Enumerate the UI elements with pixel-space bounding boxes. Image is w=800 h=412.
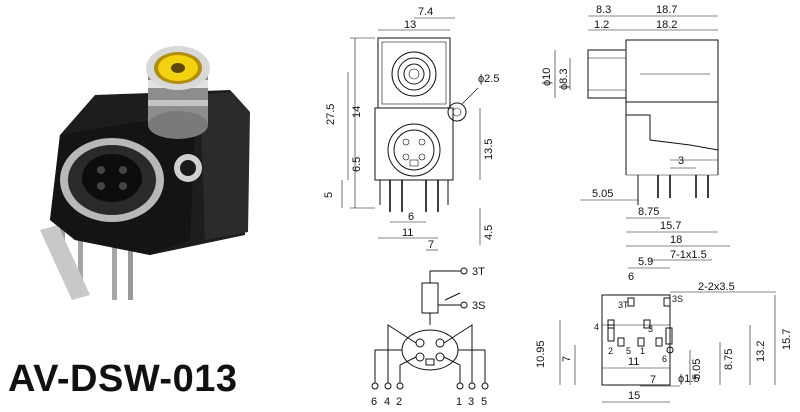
pcb-pin-3: 3 — [648, 324, 653, 334]
schematic-pin-3: 3 — [468, 396, 474, 408]
pcb-dimension-lines — [559, 259, 776, 403]
front-dim-4-5: 4.5 — [483, 225, 495, 240]
side-pins — [637, 175, 709, 205]
side-dim-18: 18 — [670, 234, 682, 246]
front-dim-6-5: 6.5 — [351, 157, 363, 172]
schematic-wiring — [371, 267, 489, 390]
photo-pins — [40, 225, 133, 300]
pcb-layout-drawing: 5.9 7-1x1.5 6 2-2x3.5 10.95 7 13.2 15.7 … — [535, 250, 793, 403]
pcb-dim-7-h: 7 — [650, 374, 656, 386]
pcb-dim-5-9: 5.9 — [638, 256, 653, 268]
front-mount-hole — [447, 102, 467, 122]
front-dimension-lines — [341, 17, 481, 251]
front-dim-hole: ϕ2.5 — [478, 73, 499, 85]
pcb-dim-7-v: 7 — [561, 356, 573, 362]
pcb-pin-3t: 3T — [618, 300, 629, 310]
front-dim-7: 7 — [428, 239, 434, 251]
photo-svideo-socket — [82, 154, 142, 202]
pcb-pads — [607, 297, 674, 354]
side-body — [625, 39, 719, 176]
pcb-dim-6: 6 — [628, 271, 634, 283]
side-dimension-lines — [554, 15, 730, 247]
pcb-outline — [601, 294, 671, 386]
schematic-label-3s: 3S — [472, 300, 485, 312]
pcb-dim-holes-a: 7-1x1.5 — [670, 250, 707, 261]
pcb-pin-5: 5 — [626, 346, 631, 356]
schematic-pin-1: 1 — [456, 396, 462, 408]
pcb-dim-11: 11 — [628, 356, 639, 368]
side-dim-8-75: 8.75 — [638, 206, 659, 218]
front-view-drawing: 7.4 13 ϕ2.5 27.5 14 6.5 5 13.5 4.5 6 11 … — [323, 6, 499, 251]
front-dim-5: 5 — [323, 192, 335, 198]
side-dim-18-2: 18.2 — [656, 19, 677, 31]
front-dim-13: 13 — [404, 19, 416, 31]
pin-schematic: 3T 3S 6 4 2 1 3 5 — [371, 266, 489, 408]
pcb-dim-pad-dia: ϕ1.5 — [678, 373, 699, 385]
front-dim-14: 14 — [351, 106, 363, 118]
side-dim-15-7: 15.7 — [660, 220, 681, 232]
front-dim-13-5: 13.5 — [483, 139, 495, 160]
front-svideo-socket — [387, 123, 441, 177]
side-dim-18-7: 18.7 — [656, 4, 677, 16]
side-dim-3: 3 — [678, 155, 684, 167]
pcb-dim-13-2: 13.2 — [755, 341, 767, 362]
pcb-dim-15: 15 — [628, 390, 640, 402]
schematic-pin-5: 5 — [481, 396, 487, 408]
side-dim-5-05: 5.05 — [592, 188, 613, 200]
pcb-pin-6: 6 — [662, 354, 667, 364]
schematic-pin-2: 2 — [396, 396, 402, 408]
schematic-pin-4: 4 — [384, 396, 390, 408]
side-dim-dia8-3: ϕ8.3 — [558, 69, 570, 90]
front-housing-outline — [374, 37, 454, 181]
schematic-pin-6: 6 — [371, 396, 377, 408]
pcb-pin-4: 4 — [594, 322, 599, 332]
pcb-dim-8-75: 8.75 — [723, 349, 735, 370]
side-jack-barrel — [587, 49, 627, 99]
photo-rca-jack — [146, 46, 210, 139]
schematic-label-3t: 3T — [472, 266, 485, 278]
pcb-dim-holes-b: 2-2x3.5 — [698, 281, 735, 293]
side-view-drawing: 8.3 18.7 1.2 18.2 ϕ10 ϕ8.3 3 5.05 8.75 1… — [541, 4, 730, 247]
pcb-dim-15-7: 15.7 — [781, 329, 793, 350]
pcb-pin-3s: 3S — [672, 294, 683, 304]
front-dim-11: 11 — [402, 227, 413, 239]
pcb-dim-10-95: 10.95 — [535, 340, 547, 368]
front-dim-27-5: 27.5 — [325, 104, 337, 125]
pcb-dim-5-05: 5.05 — [691, 359, 703, 380]
side-dim-dia10: ϕ10 — [541, 68, 553, 86]
pcb-pin-1: 1 — [640, 346, 645, 356]
front-rca-circle — [391, 51, 437, 97]
model-number: AV-DSW-013 — [8, 358, 238, 400]
pcb-pin-2: 2 — [608, 346, 613, 356]
front-pins — [379, 180, 449, 212]
side-dim-8-3: 8.3 — [596, 4, 611, 16]
side-dim-1-2: 1.2 — [594, 19, 609, 31]
product-photo — [40, 46, 250, 300]
front-dim-6: 6 — [408, 211, 414, 223]
front-dim-7-4: 7.4 — [418, 6, 433, 18]
